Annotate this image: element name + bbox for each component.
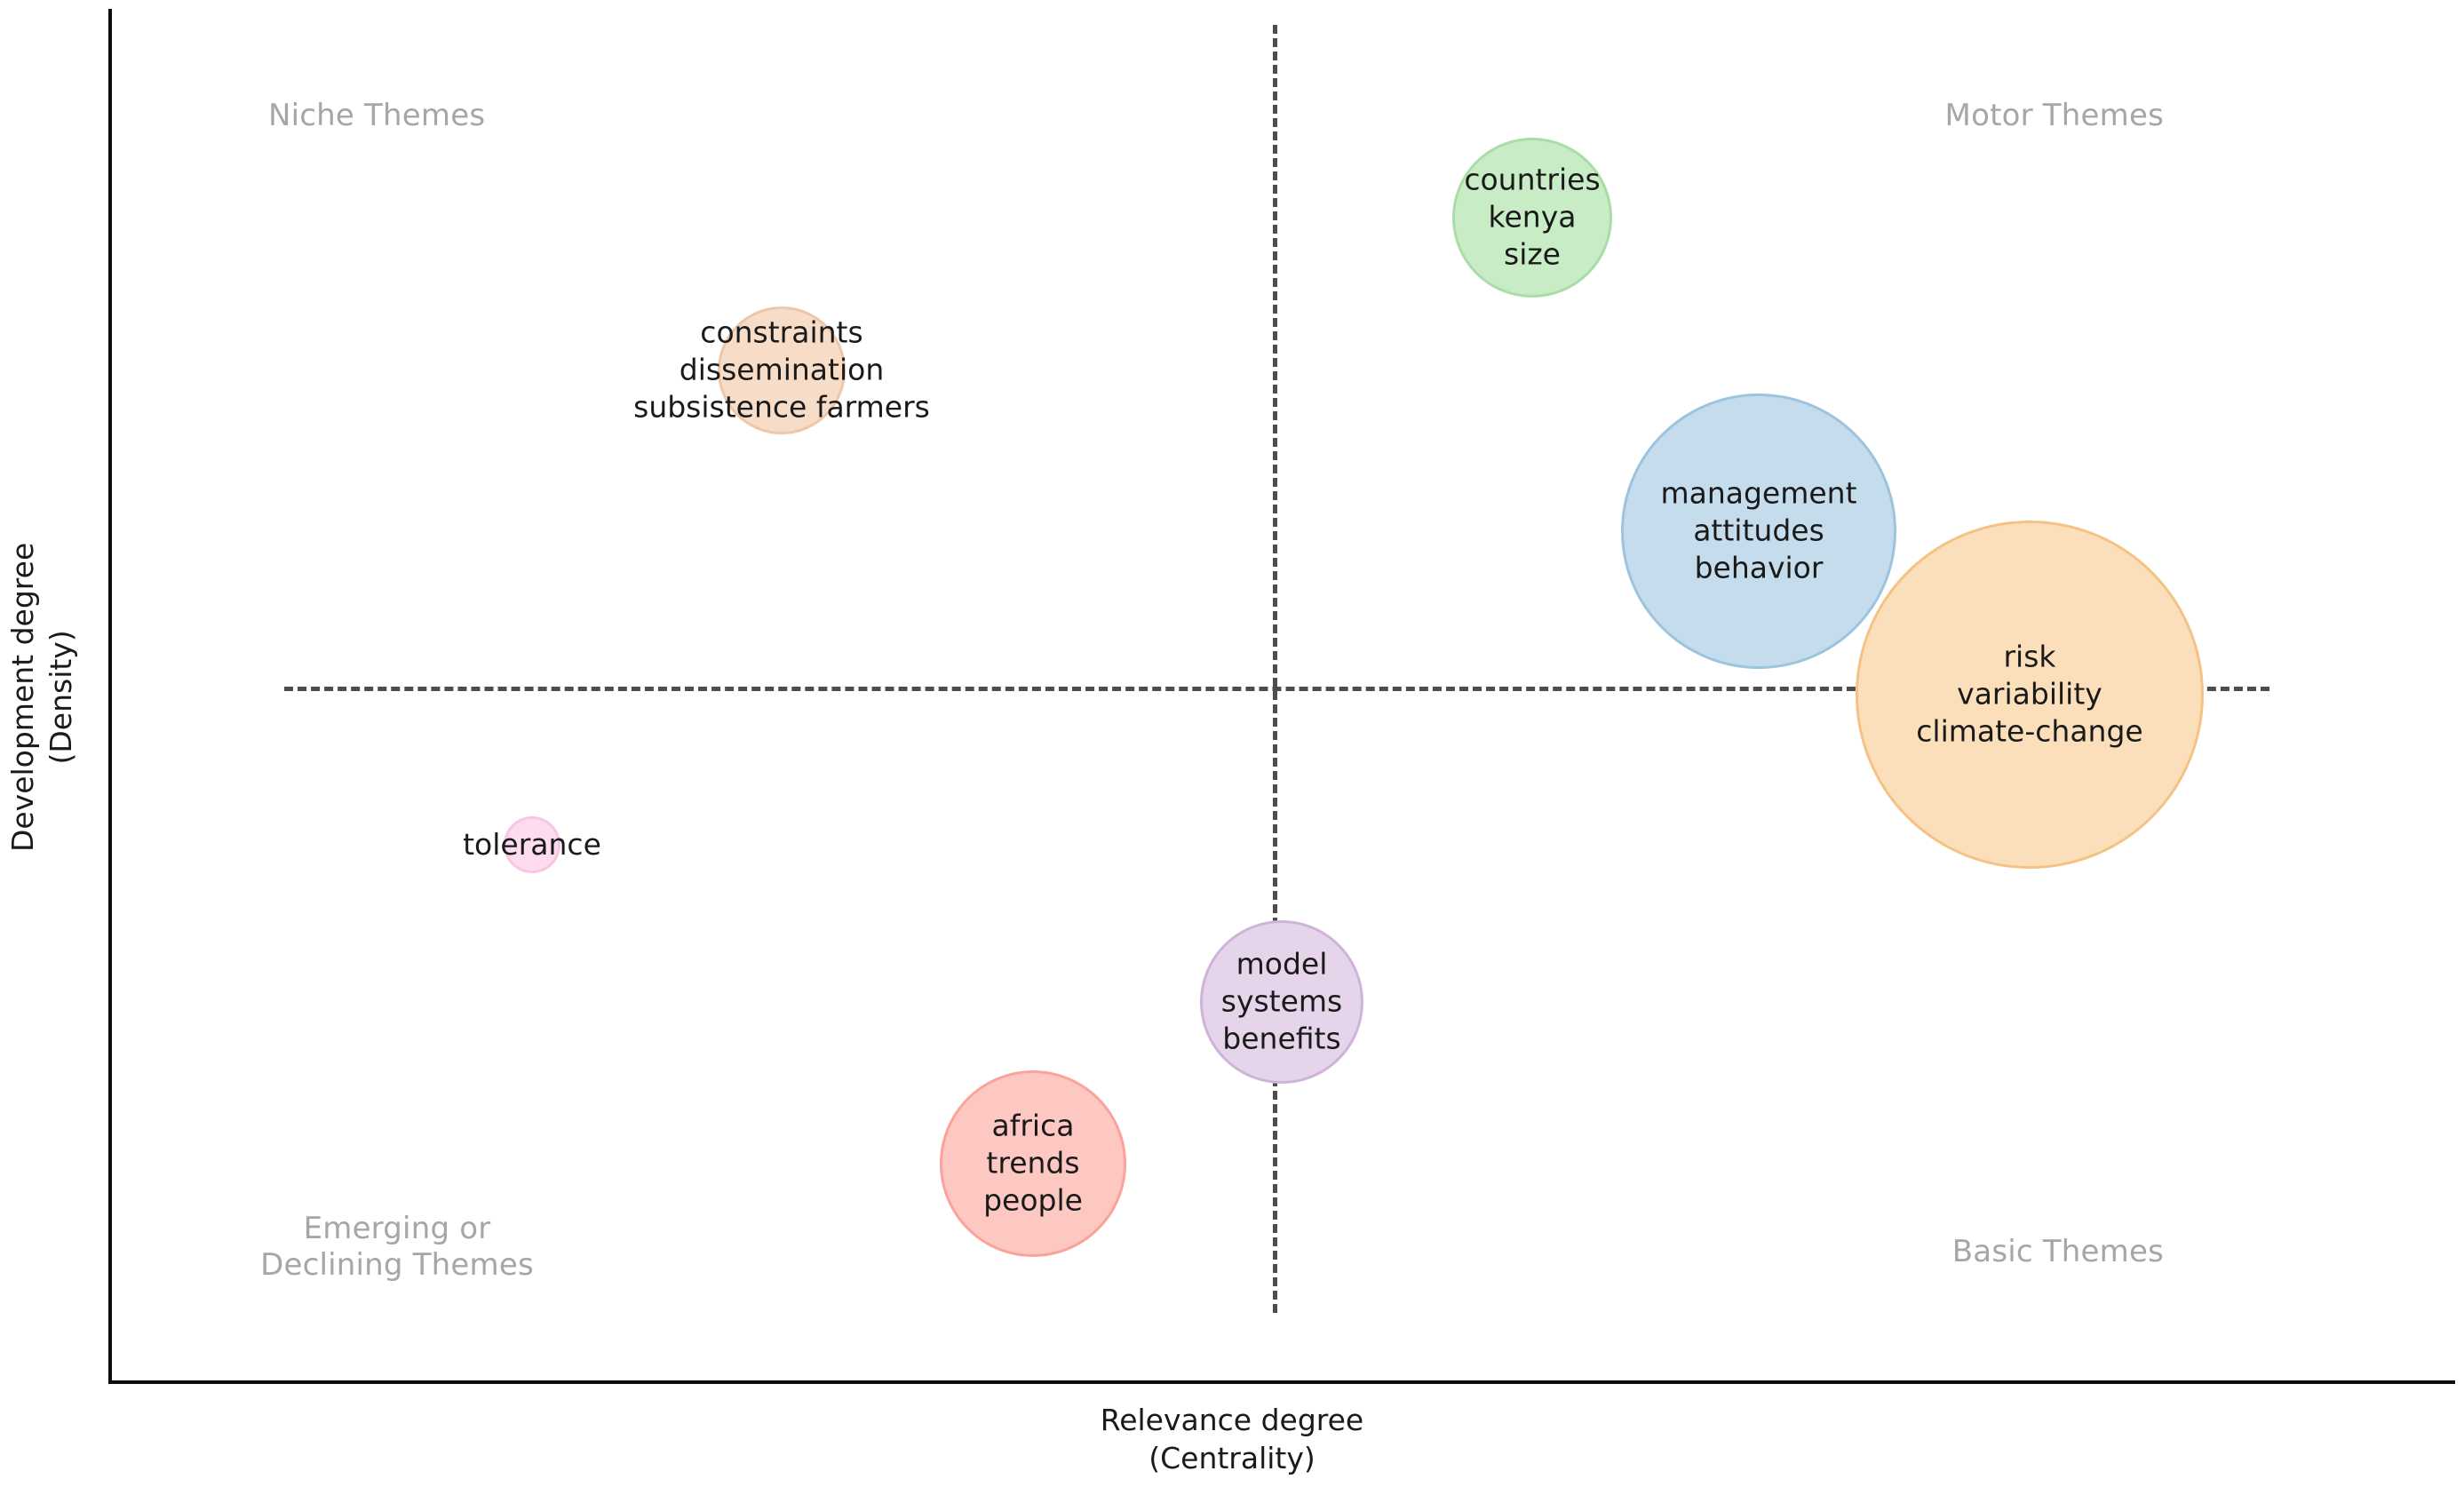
quadrant-label-emerging-declining-themes: Emerging or Declining Themes — [260, 1211, 534, 1284]
quadrant-label-niche-themes: Niche Themes — [268, 98, 486, 133]
quadrant-label-basic-themes: Basic Themes — [1951, 1234, 2164, 1269]
bubble-countries-kenya-size[interactable] — [1452, 138, 1612, 298]
bubble-africa-trends-people[interactable] — [940, 1070, 1126, 1257]
x-axis-title: Relevance degree (Centrality) — [1100, 1403, 1364, 1475]
y-axis-spine — [108, 9, 112, 1384]
horizontal-divider-line — [284, 687, 2269, 691]
bubble-constraints-dissemination-subsistence-farmers[interactable] — [718, 306, 846, 434]
quadrant-label-motor-themes: Motor Themes — [1944, 98, 2164, 133]
bubble-tolerance[interactable] — [504, 816, 560, 873]
vertical-divider-line — [1273, 25, 1277, 1313]
bubble-model-systems-benefits[interactable] — [1200, 920, 1363, 1084]
y-axis-title: Development degree (Density) — [5, 542, 78, 853]
bubble-management-attitudes-behavior[interactable] — [1621, 394, 1896, 669]
bubble-risk-variability-climate-change[interactable] — [1856, 521, 2204, 869]
x-axis-spine — [108, 1380, 2455, 1384]
